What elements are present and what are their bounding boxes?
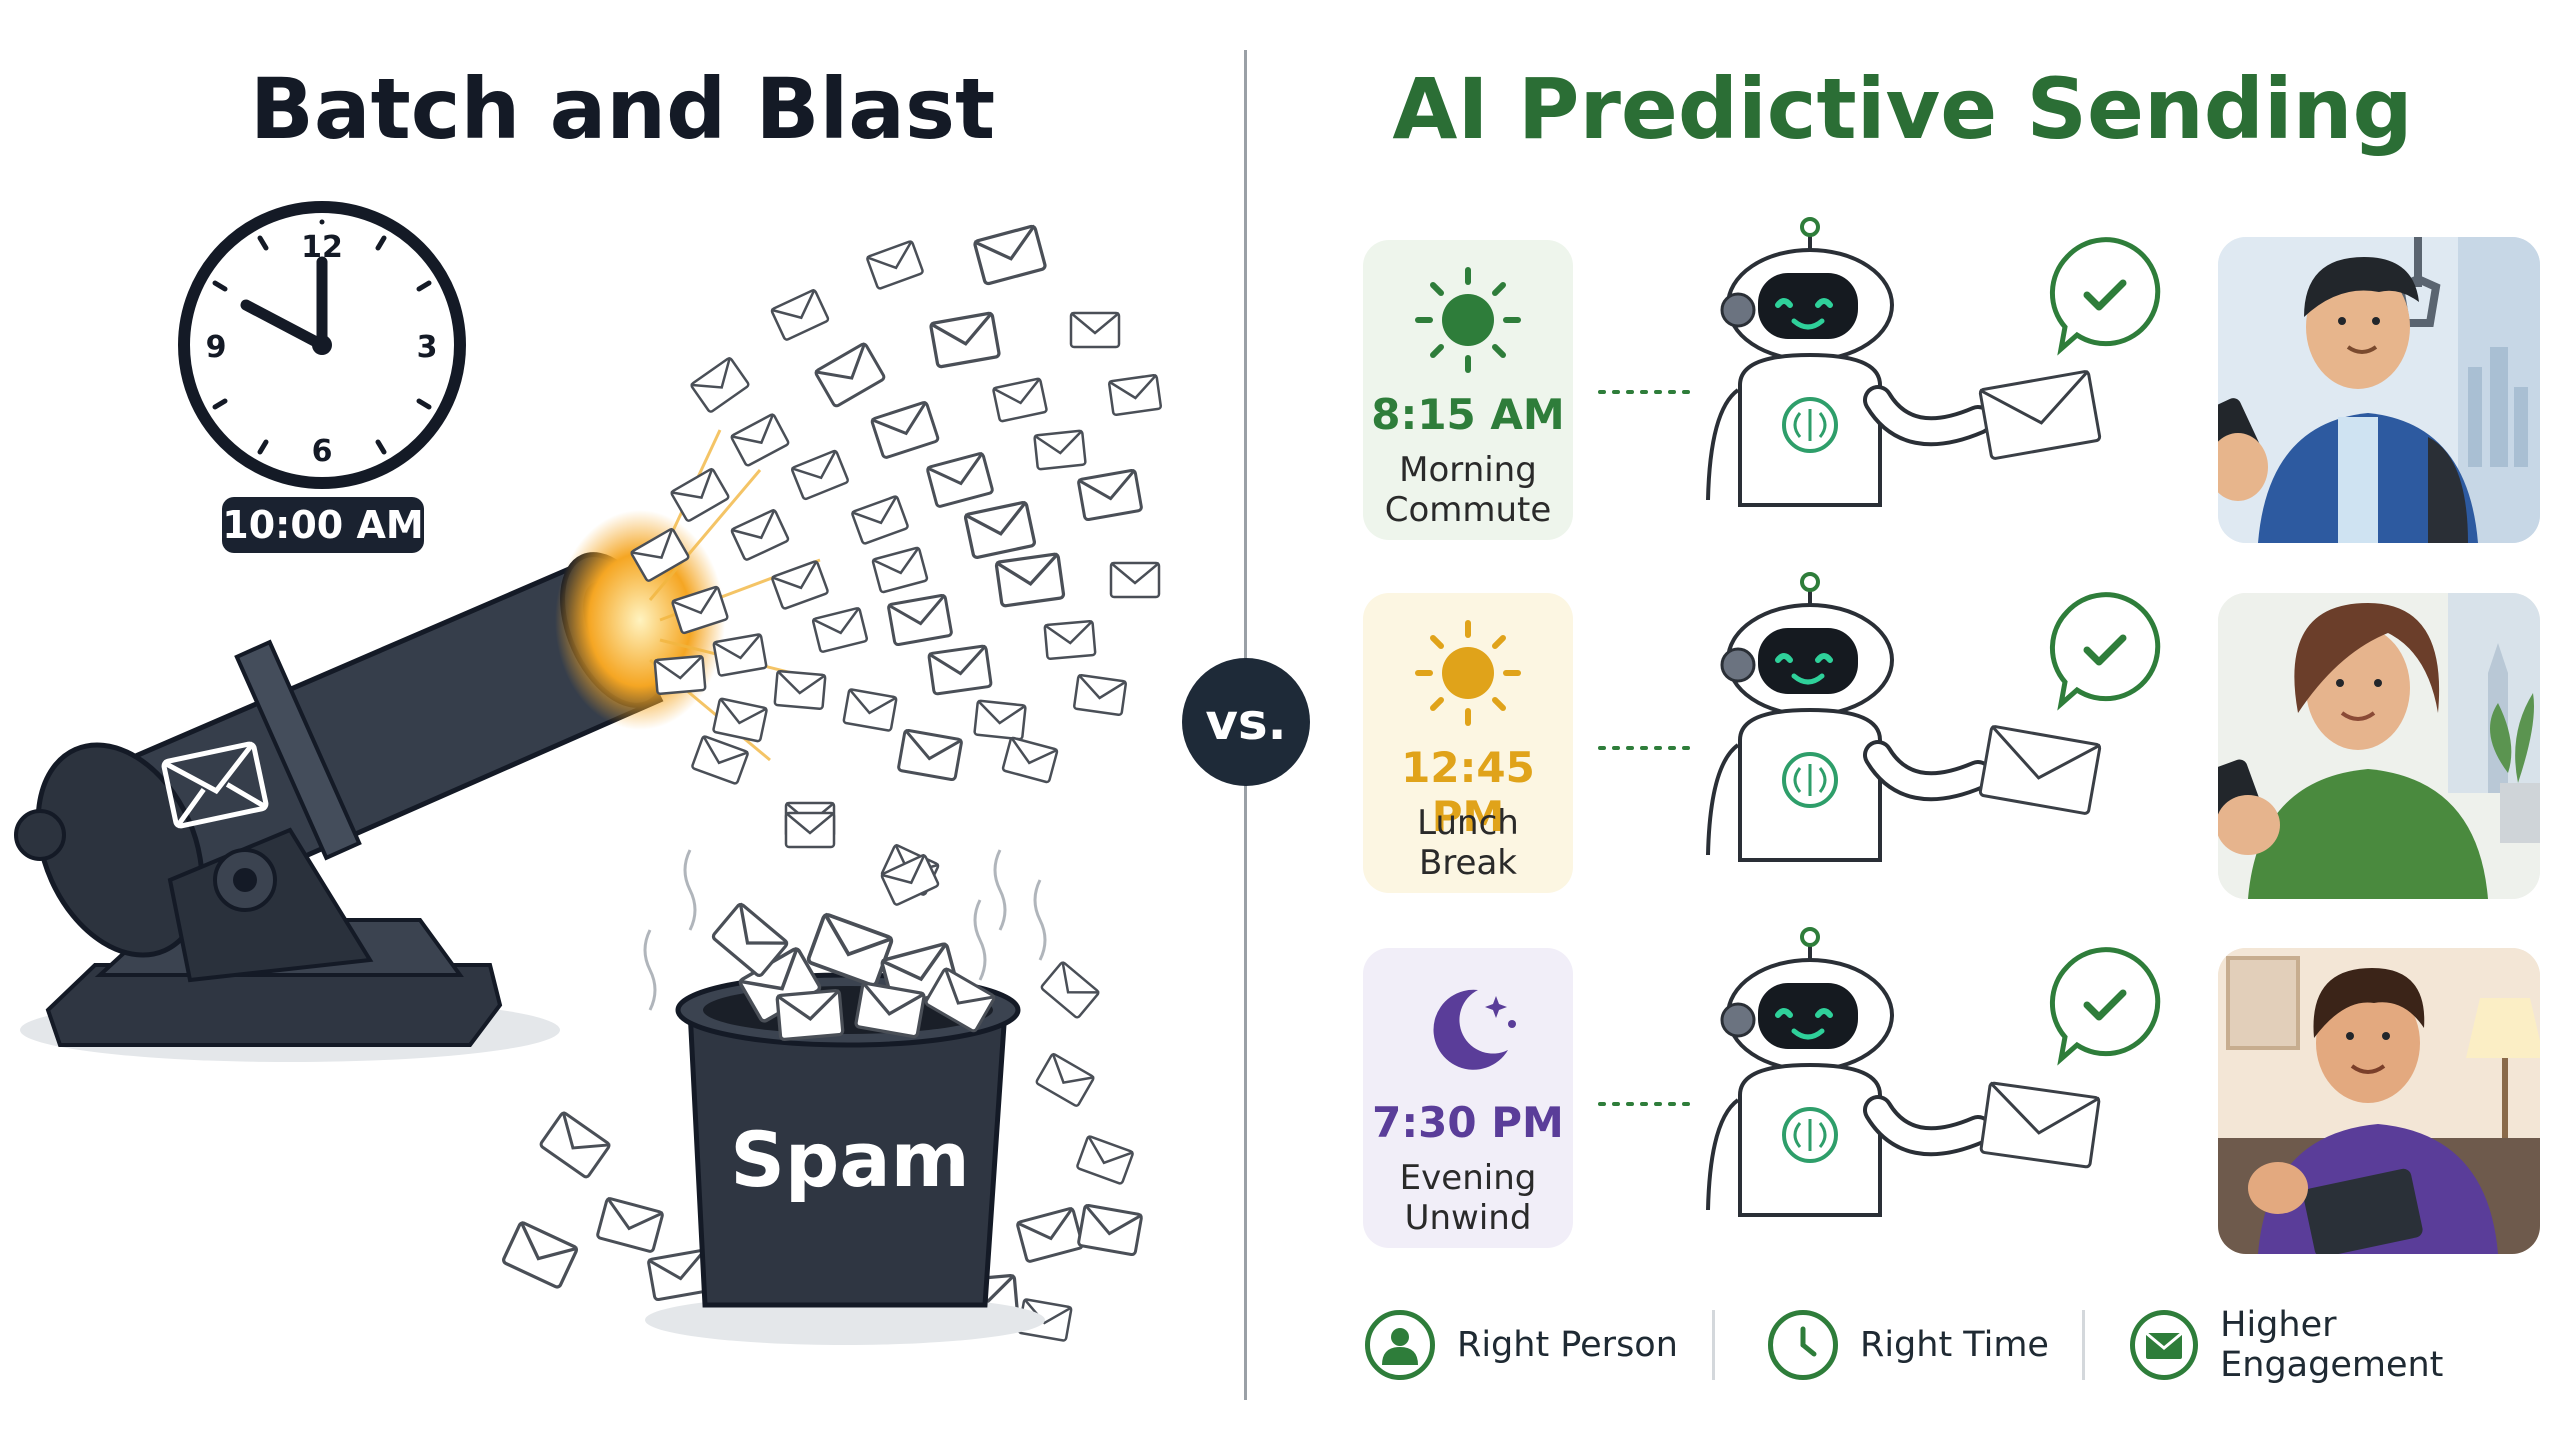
sun-icon — [1415, 620, 1521, 726]
time-slot-morning: 8:15 AM Morning Commute — [1363, 240, 1573, 540]
right-title: AI Predictive Sending — [1392, 60, 2413, 158]
row-morning — [1598, 219, 2158, 505]
slot-time: 8:15 AM — [1371, 390, 1565, 439]
slot-label-line2: Unwind — [1404, 1198, 1532, 1238]
benefit-separator — [1712, 1310, 1715, 1380]
sun-icon — [1415, 267, 1521, 373]
left-title: Batch and Blast — [249, 60, 996, 158]
slot-label-line2: Commute — [1384, 490, 1552, 530]
benefit-higher-engagement: Higher Engagement — [2130, 1305, 2560, 1385]
clock-number-3: 3 — [417, 330, 438, 365]
scene-lunch — [2218, 593, 2540, 899]
wall-clock-icon — [178, 201, 466, 489]
slot-label-line1: Evening — [1399, 1158, 1537, 1198]
benefit-label: Higher Engagement — [2220, 1305, 2444, 1385]
batch-blast-illustration: 12 3 6 9 — [14, 201, 1163, 1345]
person-icon — [1365, 1310, 1435, 1380]
trash-can-icon — [643, 811, 1047, 1345]
robot-icon — [1708, 219, 1978, 505]
spam-label: Spam — [730, 1115, 970, 1204]
scene-evening — [2218, 948, 2540, 1254]
scene-commuter — [2218, 237, 2540, 543]
benefit-right-time: Right Time — [1768, 1305, 2049, 1385]
row-evening — [1598, 929, 2158, 1215]
time-slot-lunch: 12:45 PM Lunch Break — [1363, 593, 1573, 893]
cannon-envelope-icon — [161, 741, 269, 829]
moon-icon — [1433, 989, 1516, 1070]
row-lunch — [1598, 574, 2158, 860]
benefit-right-person: Right Person — [1365, 1305, 1678, 1385]
clock-number-9: 9 — [206, 330, 227, 365]
slot-label-line1: Lunch — [1417, 803, 1519, 843]
check-bubble-icon — [2052, 595, 2157, 704]
clock-number-12: 12 — [301, 230, 343, 265]
commuter-person-icon — [2218, 237, 2540, 543]
benefit-label: Right Time — [1860, 1325, 2049, 1365]
envelope-icon — [1978, 724, 2102, 816]
robot-icon — [1708, 574, 1978, 860]
clock-time-badge: 10:00 AM — [222, 497, 424, 553]
evening-person-icon — [2218, 948, 2540, 1254]
slot-label-line1: Morning — [1399, 450, 1537, 490]
benefit-label: Right Person — [1457, 1325, 1678, 1365]
envelope-icon — [1979, 1081, 2101, 1169]
envelope-icon — [1978, 369, 2102, 461]
slot-time: 12:45 PM — [1401, 743, 1535, 841]
vs-badge: vs. — [1182, 658, 1310, 786]
slot-time: 7:30 PM — [1372, 1098, 1564, 1147]
benefit-separator — [2082, 1310, 2085, 1380]
time-slot-evening: 7:30 PM Evening Unwind — [1363, 948, 1573, 1248]
lunch-person-icon — [2218, 593, 2540, 899]
envelope-icon — [2130, 1310, 2199, 1380]
slot-label-line2: Break — [1419, 843, 1517, 883]
clock-icon — [1768, 1310, 1838, 1380]
robot-icon — [1708, 929, 1978, 1215]
check-bubble-icon — [2052, 240, 2157, 349]
clock-number-6: 6 — [312, 434, 333, 469]
check-bubble-icon — [2052, 950, 2157, 1059]
